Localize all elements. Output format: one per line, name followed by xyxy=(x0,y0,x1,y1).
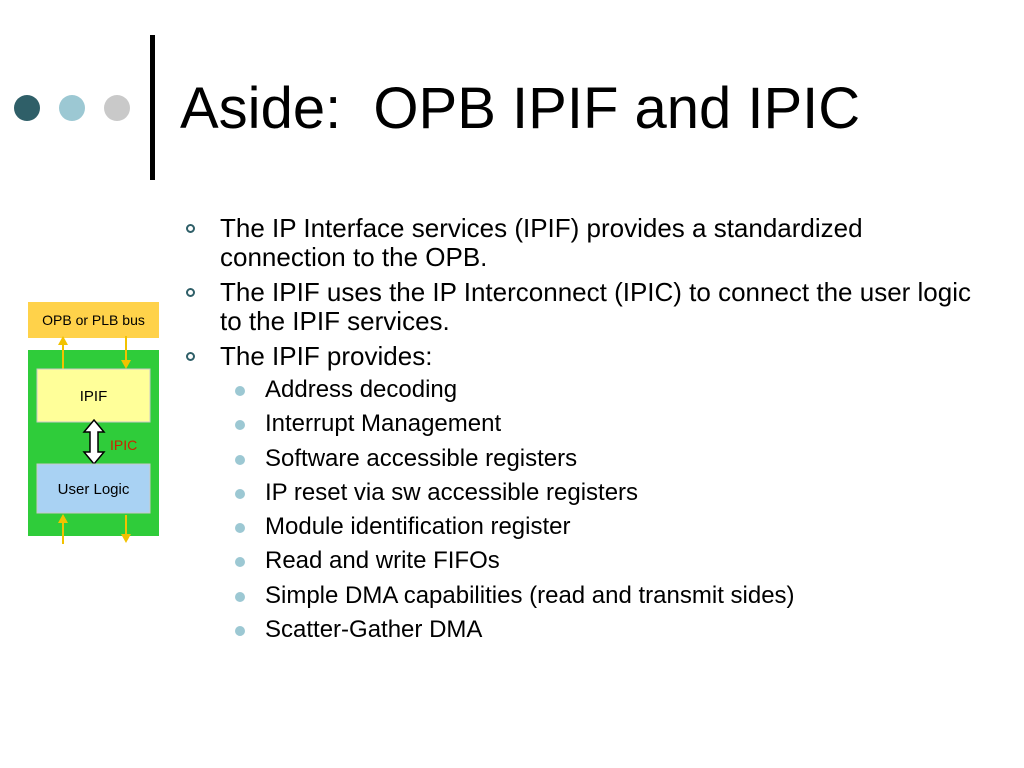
title-divider xyxy=(150,35,155,180)
top-up-arrow xyxy=(58,336,68,370)
sub-bullet-item: Module identification register xyxy=(226,510,972,544)
filled-bullet-icon xyxy=(235,557,245,568)
hollow-bullet-icon xyxy=(186,352,195,361)
sub-bullet-item: Address decoding xyxy=(226,373,972,407)
sub-bullet-item: Read and write FIFOs xyxy=(226,544,972,578)
sub-bullet-list: Address decoding Interrupt Management So… xyxy=(226,373,972,647)
sub-bullet-item: Software accessible registers xyxy=(226,442,972,476)
filled-bullet-icon xyxy=(235,420,245,431)
ipif-box xyxy=(36,368,151,423)
sub-bullet-text: Scatter-Gather DMA xyxy=(265,616,483,644)
sub-bullet-item: Scatter-Gather DMA xyxy=(226,613,972,647)
user-logic-box xyxy=(36,463,151,514)
decor-dot-gray xyxy=(104,95,130,121)
filled-bullet-icon xyxy=(235,488,245,499)
decor-dot-light xyxy=(59,95,85,121)
decor-dot-dark xyxy=(14,95,40,121)
sub-bullet-text: Read and write FIFOs xyxy=(265,547,500,575)
bullet-item: The IP Interface services (IPIF) provide… xyxy=(182,214,972,272)
bullet-text: The IPIF uses the IP Interconnect (IPIC)… xyxy=(220,277,972,336)
sub-bullet-text: Address decoding xyxy=(265,376,458,403)
sub-bullet-text: IP reset via sw accessible registers xyxy=(265,478,639,506)
sub-bullet-text: Software accessible registers xyxy=(265,444,578,472)
user-logic-label: User Logic xyxy=(58,481,130,498)
bottom-down-arrow xyxy=(121,515,131,543)
ipif-label: IPIF xyxy=(80,388,108,405)
bus-label: OPB or PLB bus xyxy=(42,312,145,328)
bullet-text: The IPIF provides: xyxy=(220,341,433,371)
ipic-label: IPIC xyxy=(110,437,137,453)
bus-box xyxy=(28,302,159,338)
filled-bullet-icon xyxy=(235,386,245,396)
ipif-diagram: OPB or PLB bus IPIF IPIC User Logic xyxy=(28,302,159,544)
bullet-item: The IPIF uses the IP Interconnect (IPIC)… xyxy=(182,278,972,336)
slide-title: Aside: OPB IPIF and IPIC xyxy=(180,76,861,141)
filled-bullet-icon xyxy=(235,626,245,637)
filled-bullet-icon xyxy=(235,591,245,602)
sub-bullet-item: Simple DMA capabilities (read and transm… xyxy=(226,579,972,613)
sub-bullet-text: Module identification register xyxy=(265,513,571,541)
top-down-arrow xyxy=(121,336,131,369)
filled-bullet-icon xyxy=(235,523,245,534)
hollow-bullet-icon xyxy=(186,224,195,233)
slide-content: The IP Interface services (IPIF) provide… xyxy=(182,214,972,647)
bullet-item: The IPIF provides: xyxy=(182,342,972,371)
sub-bullet-text: Simple DMA capabilities (read and transm… xyxy=(265,581,795,609)
bottom-up-arrow xyxy=(58,514,68,544)
hollow-bullet-icon xyxy=(186,288,195,297)
bullet-text: The IP Interface services (IPIF) provide… xyxy=(220,213,863,272)
sub-bullet-item: Interrupt Management xyxy=(226,407,972,441)
sub-bullet-text: Interrupt Management xyxy=(265,410,502,438)
filled-bullet-icon xyxy=(235,454,245,465)
sub-bullet-item: IP reset via sw accessible registers xyxy=(226,476,972,510)
